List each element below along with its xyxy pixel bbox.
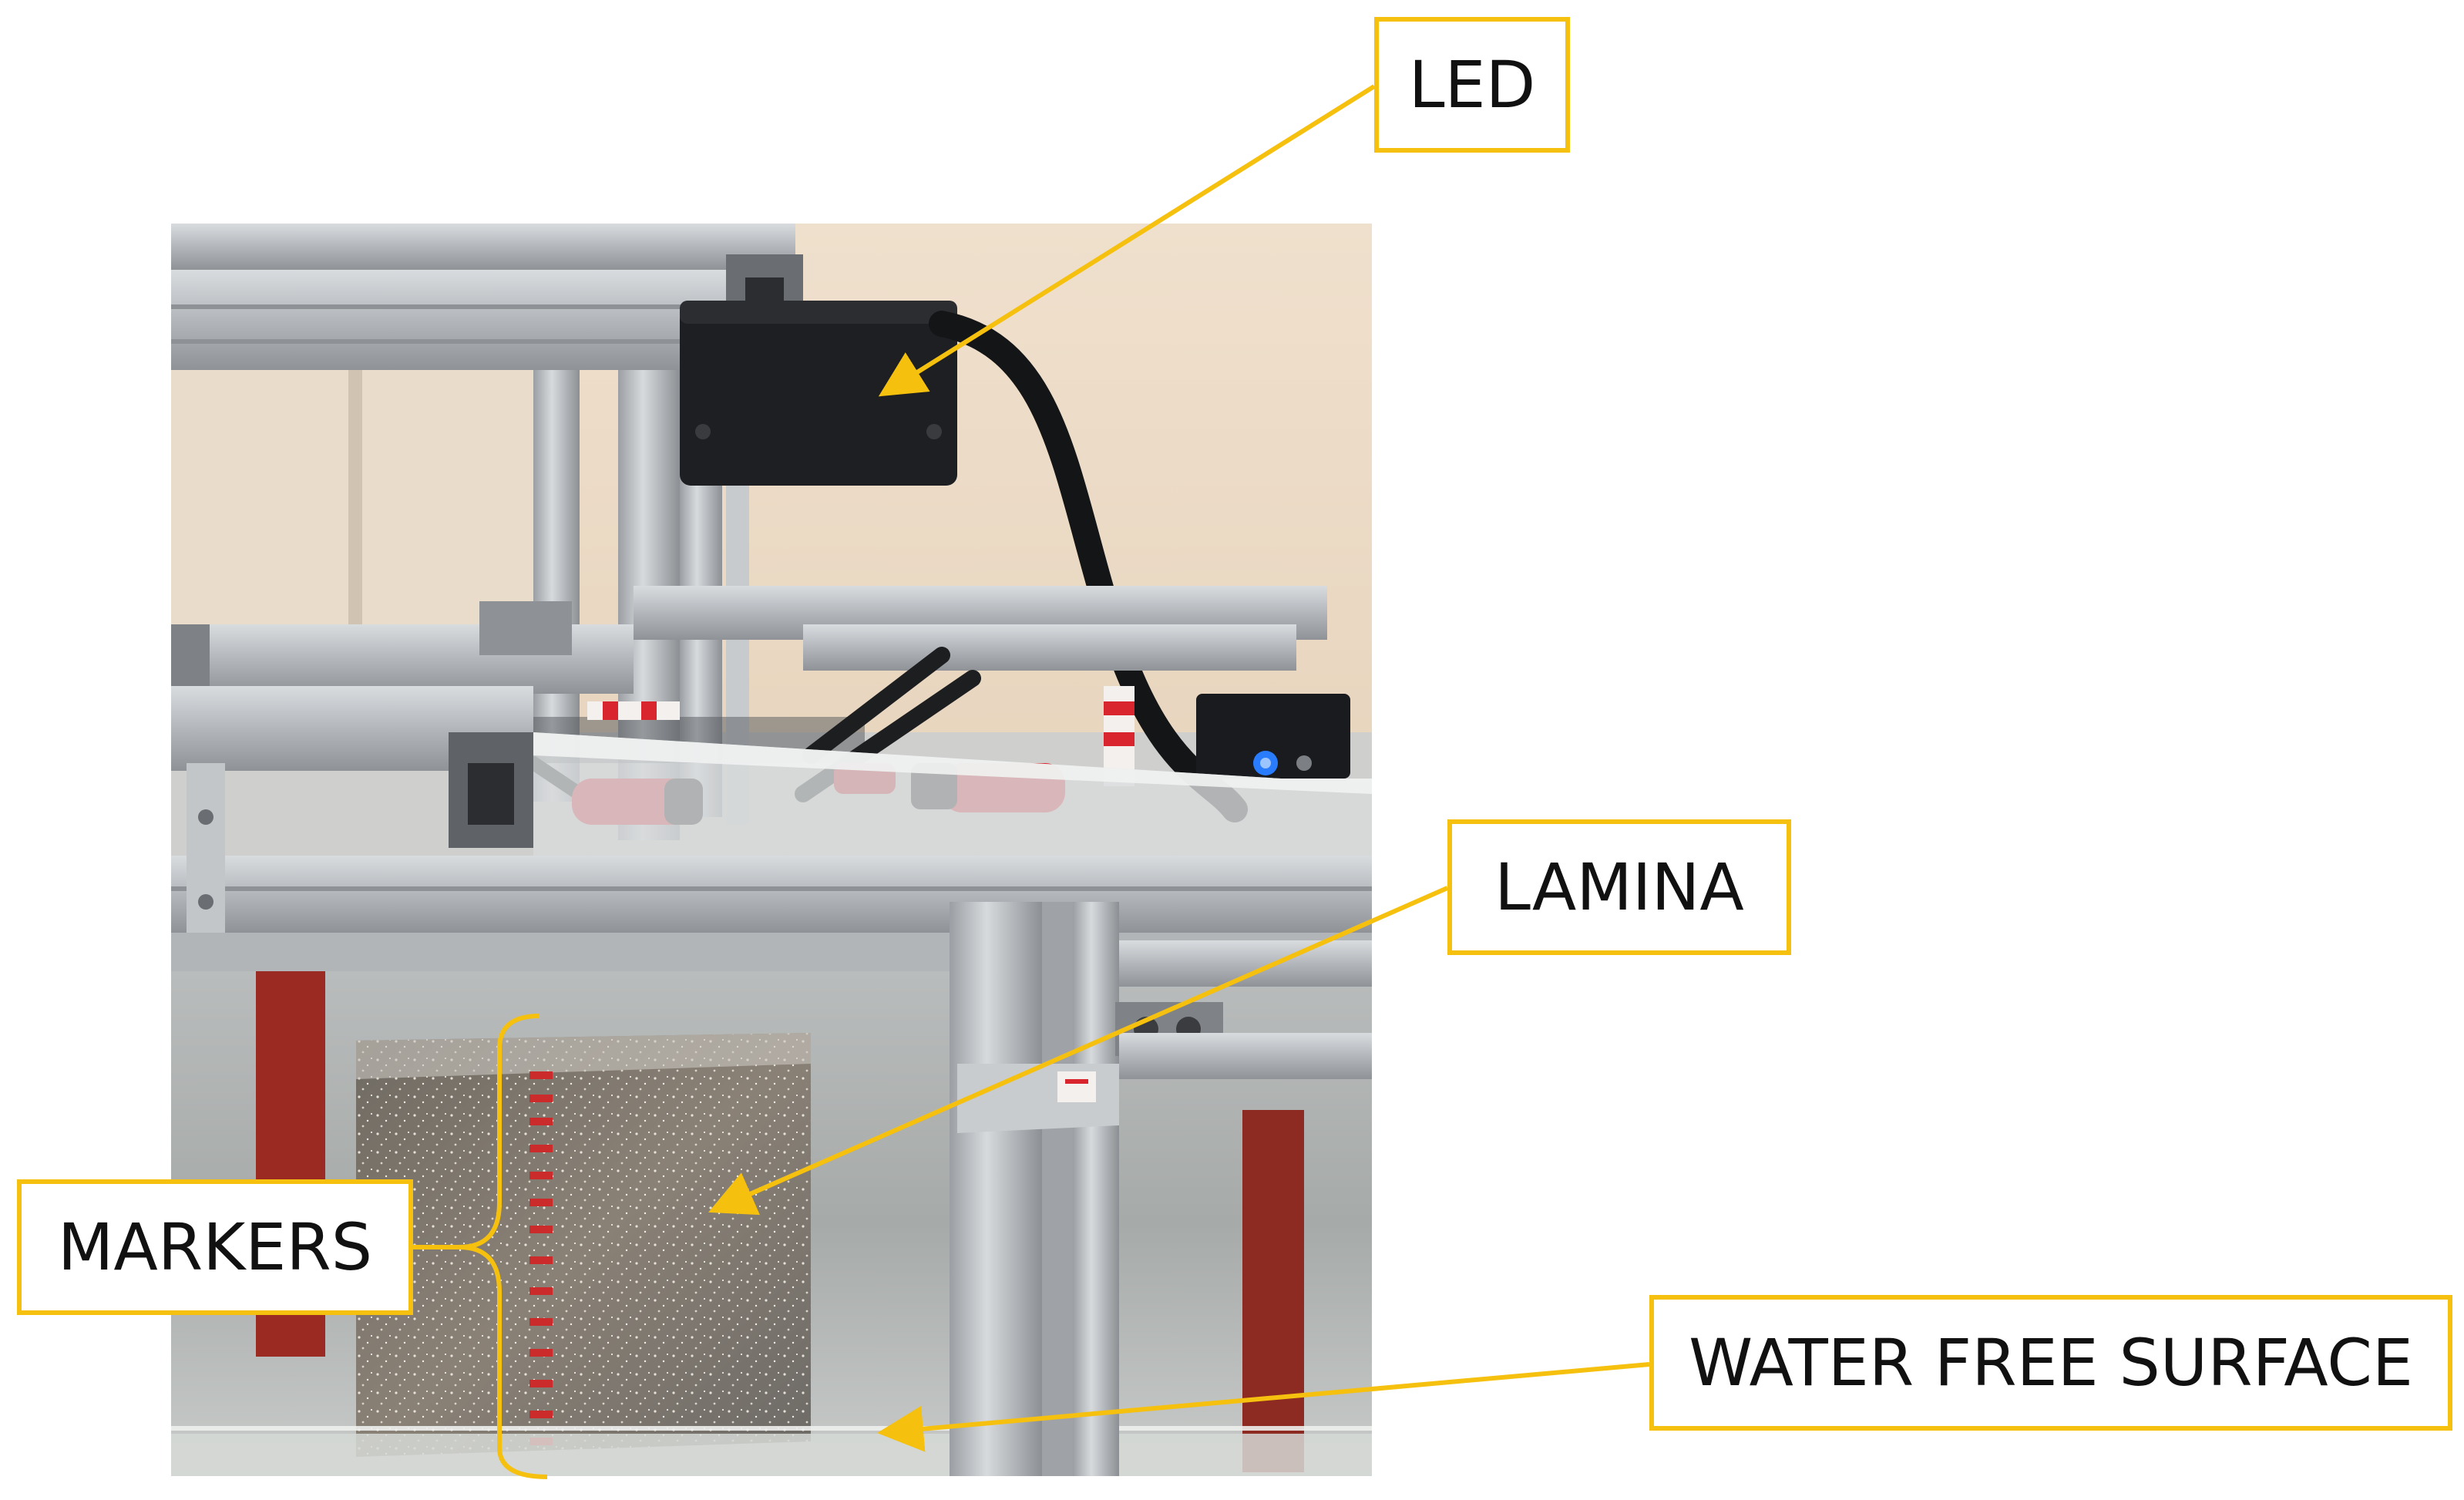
water-free-surface-label-text: WATER FREE SURFACE xyxy=(1689,1325,2413,1401)
markers-label: MARKERS xyxy=(17,1179,413,1315)
lamina-label: LAMINA xyxy=(1447,819,1791,955)
led-label: LED xyxy=(1374,17,1570,153)
led-label-text: LED xyxy=(1408,47,1536,123)
water-free-surface-label: WATER FREE SURFACE xyxy=(1649,1295,2452,1431)
markers-label-text: MARKERS xyxy=(57,1209,373,1285)
lamina-label-text: LAMINA xyxy=(1494,849,1744,925)
